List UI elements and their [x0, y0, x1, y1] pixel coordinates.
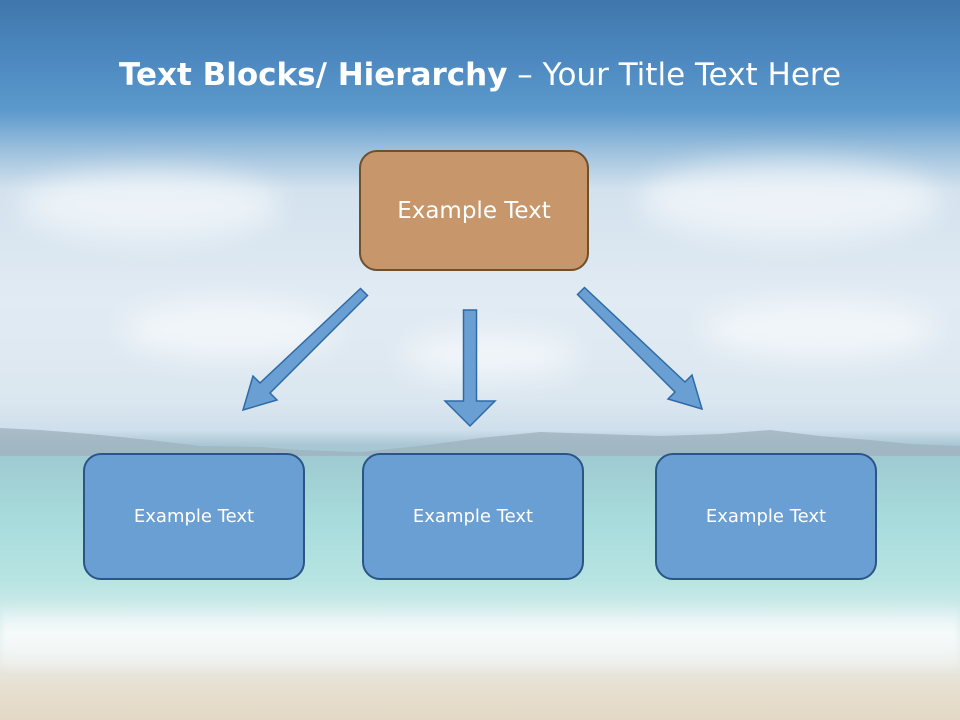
surf-foam-decoration [0, 600, 960, 670]
child-box-label: Example Text [412, 506, 534, 527]
child-box-right: Example Text [655, 453, 877, 580]
arrow-middle [443, 309, 497, 428]
title-bold-part: Text Blocks/ Hierarchy [118, 57, 508, 93]
arrow-right [576, 286, 704, 411]
child-box-label: Example Text [133, 506, 255, 527]
top-box-label: Example Text [397, 197, 551, 224]
child-box-label: Example Text [705, 506, 827, 527]
cloud-decoration [400, 330, 580, 380]
title-regular-part: Your Title Text Here [542, 57, 842, 93]
top-box: Example Text [359, 150, 589, 271]
cloud-decoration [700, 300, 940, 360]
child-box-middle: Example Text [362, 453, 584, 580]
arrow-left [241, 287, 369, 412]
slide-title: Text Blocks/ Hierarchy – Your Title Text… [0, 55, 960, 95]
cloud-decoration [20, 170, 280, 240]
title-separator: – [507, 57, 543, 93]
child-box-left: Example Text [83, 453, 305, 580]
cloud-decoration [640, 160, 940, 240]
